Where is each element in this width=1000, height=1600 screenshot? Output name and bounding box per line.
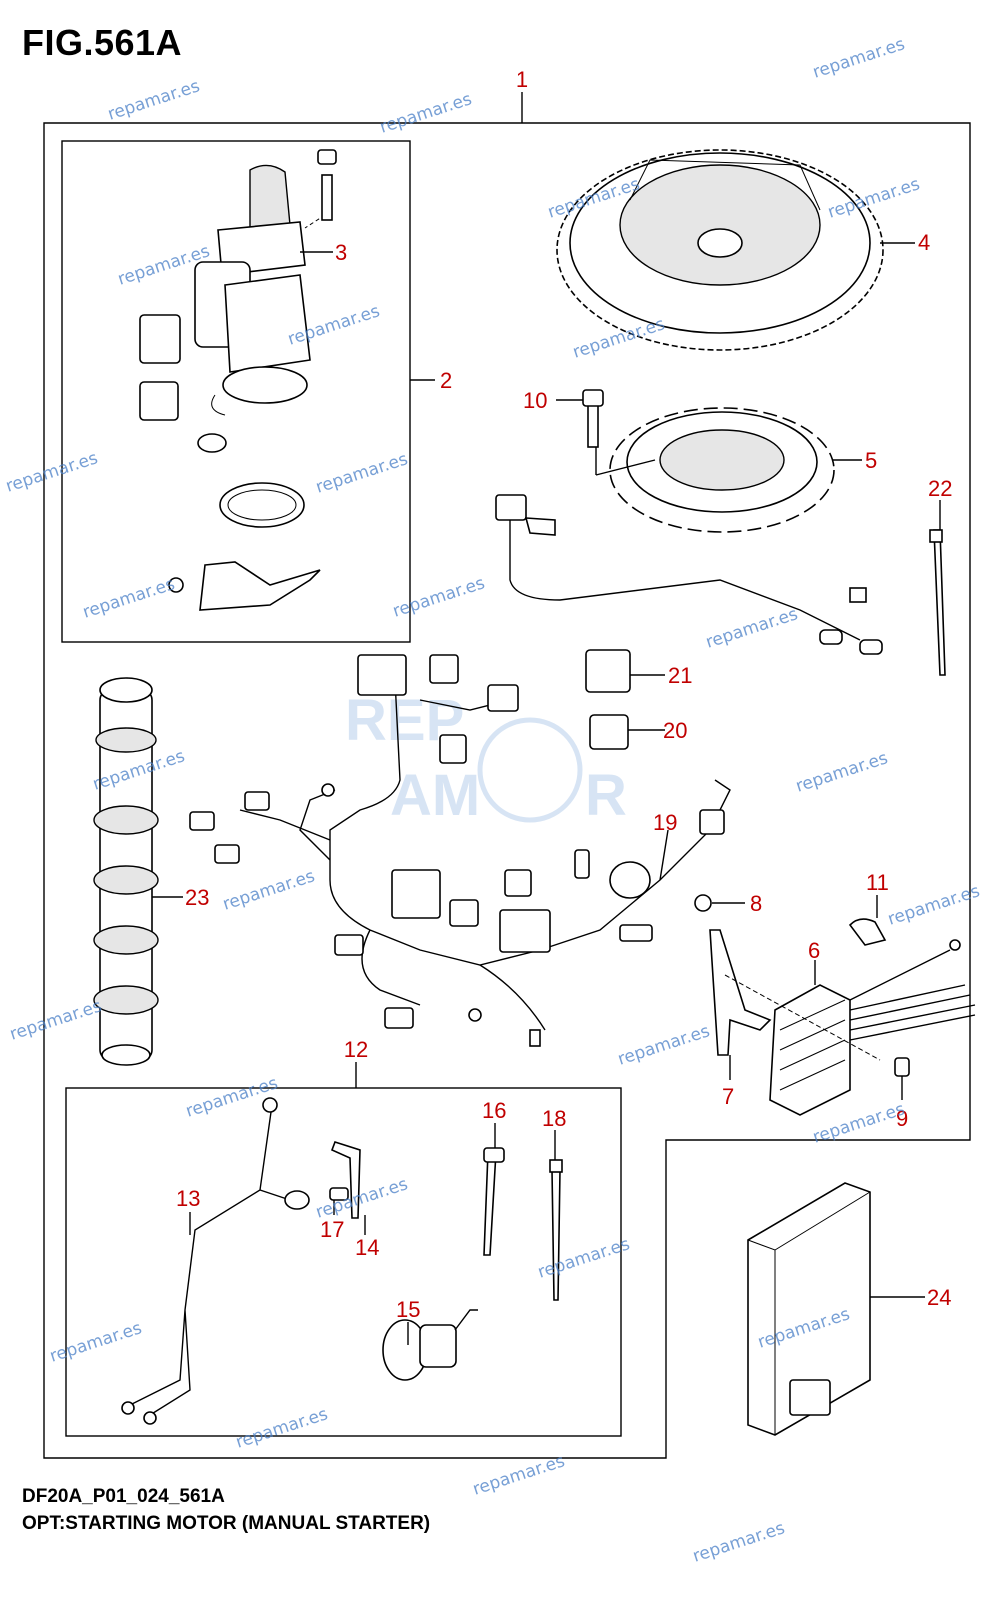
svg-text:repamar.es: repamar.es	[105, 76, 202, 125]
flywheel-illustration	[556, 149, 884, 351]
callout-6: 6	[808, 938, 820, 963]
callout-15: 15	[396, 1297, 420, 1322]
bolt-17-illustration	[329, 1187, 349, 1201]
callout-16: 16	[482, 1098, 506, 1123]
nut-illustration	[197, 433, 227, 453]
callout-4: 4	[918, 230, 930, 255]
ecu-illustration	[747, 1182, 871, 1436]
svg-text:repamar.es: repamar.es	[615, 1021, 712, 1070]
relay-lower-illustration	[139, 381, 179, 421]
figure-code: DF20A_P01_024_561A	[22, 1486, 225, 1507]
callout-3: 3	[335, 240, 347, 265]
rectifier-regulator-illustration	[769, 939, 976, 1116]
assembly-outline	[43, 122, 971, 1459]
clamp-11-illustration	[848, 918, 887, 946]
callout-10: 10	[523, 388, 547, 413]
figure-description: OPT:STARTING MOTOR (MANUAL STARTER)	[22, 1513, 431, 1534]
watermark-logo: REP AM R	[345, 688, 627, 828]
svg-text:repamar.es: repamar.es	[220, 866, 317, 915]
svg-text:repamar.es: repamar.es	[233, 1404, 330, 1453]
callout-14: 14	[355, 1235, 379, 1260]
svg-text:repamar.es: repamar.es	[377, 89, 474, 138]
callout-2: 2	[440, 368, 452, 393]
callout-22: 22	[928, 476, 952, 501]
band-illustration	[219, 482, 305, 528]
svg-text:AM: AM	[390, 763, 480, 828]
cable-tie-22-illustration	[933, 529, 946, 676]
svg-text:repamar.es: repamar.es	[47, 1318, 144, 1367]
svg-text:repamar.es: repamar.es	[703, 604, 800, 653]
figure-title: FIG.561A	[22, 22, 183, 63]
stator-lead-illustration	[509, 520, 861, 641]
svg-text:repamar.es: repamar.es	[313, 449, 410, 498]
screw-9-illustration	[894, 1057, 910, 1077]
svg-text:repamar.es: repamar.es	[793, 748, 890, 797]
svg-text:repamar.es: repamar.es	[810, 34, 907, 83]
svg-text:repamar.es: repamar.es	[690, 1518, 787, 1567]
callout-7: 7	[722, 1084, 734, 1109]
callout-8: 8	[750, 891, 762, 916]
wire-harness-illustration	[189, 654, 731, 1047]
callout-11: 11	[866, 870, 889, 895]
svg-text:repamar.es: repamar.es	[390, 573, 487, 622]
camshaft-illustration	[93, 677, 159, 1066]
callout-23: 23	[185, 885, 209, 910]
sub-assembly-box-12	[65, 1087, 622, 1437]
starter-motor-illustration	[194, 149, 337, 416]
callout-20: 20	[663, 718, 687, 743]
callout-numbers: 1 2 3 4 5 6 7 8 9 10 11 12 13 14 15 16 1…	[176, 67, 952, 1322]
relay-21-illustration	[585, 649, 631, 693]
callout-1: 1	[516, 67, 528, 92]
svg-text:R: R	[585, 763, 627, 828]
clip-16-illustration	[483, 1151, 497, 1256]
stator-illustration	[609, 407, 835, 533]
callout-19: 19	[653, 810, 677, 835]
callout-9: 9	[896, 1106, 908, 1131]
relay-upper-illustration	[139, 314, 181, 364]
svg-text:repamar.es: repamar.es	[183, 1073, 280, 1122]
tie-18-illustration	[551, 1169, 561, 1301]
bolt-10-illustration	[587, 404, 599, 448]
bracket-14-illustration	[330, 1141, 361, 1219]
svg-text:repamar.es: repamar.es	[885, 881, 982, 930]
svg-text:repamar.es: repamar.es	[80, 574, 177, 623]
switch-15-illustration	[382, 1309, 478, 1381]
svg-text:repamar.es: repamar.es	[3, 448, 100, 497]
relay-20-illustration	[589, 714, 629, 750]
bracket-illustration	[199, 561, 321, 611]
sub-assembly-box-2	[61, 140, 411, 643]
svg-text:repamar.es: repamar.es	[7, 996, 104, 1045]
svg-text:repamar.es: repamar.es	[313, 1174, 410, 1223]
battery-cable-13-illustration	[129, 1104, 291, 1416]
callout-21: 21	[668, 663, 692, 688]
svg-text:repamar.es: repamar.es	[535, 1234, 632, 1283]
bolt-8-illustration	[694, 894, 712, 912]
callout-18: 18	[542, 1106, 566, 1131]
callout-12: 12	[344, 1037, 368, 1062]
callout-13: 13	[176, 1186, 200, 1211]
callout-17: 17	[320, 1217, 344, 1242]
callout-5: 5	[865, 448, 877, 473]
bracket-7-illustration	[709, 929, 772, 1056]
callout-24: 24	[927, 1285, 951, 1310]
